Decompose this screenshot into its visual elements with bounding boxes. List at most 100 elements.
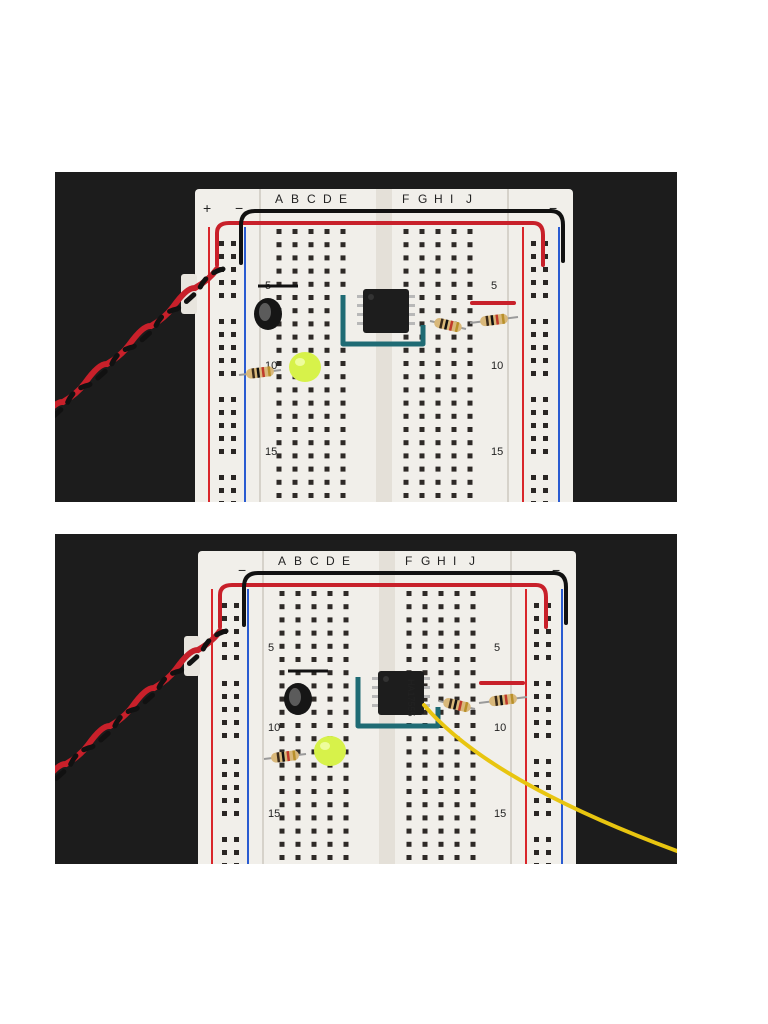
terminal-hole [451,440,457,446]
terminal-hole [435,268,441,274]
terminal-hole [454,815,460,821]
resistor-band [443,319,449,330]
rail-hole [543,332,548,337]
terminal-hole [454,855,460,860]
rail-hole [534,655,539,660]
resistor-band [490,315,495,326]
terminal-hole [308,268,314,274]
terminal-hole [295,775,301,781]
terminal-hole [279,828,285,834]
terminal-hole [324,295,330,300]
rail-hole [234,616,239,621]
rail-hole [219,241,224,246]
column-letter: D [326,554,335,568]
resistor-band [276,752,281,763]
terminal-hole [422,657,428,662]
rail-hole [543,449,548,454]
terminal-hole [451,295,457,300]
terminal-hole [406,657,412,662]
terminal-hole [311,696,317,702]
column-letter: J [466,192,472,206]
terminal-hole [467,242,473,248]
terminal-hole [343,762,349,768]
rail-hole [219,488,224,493]
terminal-hole [467,281,473,287]
terminal-hole [308,400,314,406]
terminal-hole [327,630,333,636]
row-number-right: 10 [491,360,503,372]
terminal-hole [343,696,349,702]
terminal-hole [454,775,460,781]
terminal-hole [276,242,282,248]
terminal-hole [327,604,333,610]
terminal-hole [324,347,330,353]
resistor-band [452,699,458,710]
terminal-hole [403,281,409,287]
rail-hole [546,798,551,803]
terminal-hole [327,683,333,689]
terminal-hole [451,400,457,406]
terminal-hole [324,268,330,274]
terminal-hole [340,440,346,446]
terminal-hole [422,775,428,781]
terminal-hole [467,479,473,485]
rail-hole [219,410,224,415]
terminal-hole [343,828,349,834]
terminal-hole [422,670,428,676]
column-letter: J [469,554,475,568]
terminal-hole [292,229,298,234]
column-letter: G [418,192,427,206]
terminal-hole [340,347,346,353]
terminal-hole [276,440,282,446]
terminal-hole [470,657,476,662]
column-letter: A [278,554,286,568]
terminal-hole [279,683,285,689]
terminal-hole [343,723,349,728]
rail-hole [231,397,236,402]
terminal-hole [438,775,444,781]
terminal-hole [327,775,333,781]
terminal-hole [311,617,317,623]
terminal-hole [435,281,441,287]
rail-hole [234,694,239,699]
terminal-hole [406,591,412,596]
terminal-hole [279,802,285,808]
terminal-hole [406,775,412,781]
terminal-hole [340,255,346,261]
terminal-hole [308,440,314,446]
terminal-hole [279,696,285,702]
terminal-hole [470,683,476,689]
black-power-jumper [242,571,568,627]
terminal-hole [467,387,473,393]
rail-hole [234,603,239,608]
terminal-hole [467,374,473,380]
terminal-hole [276,427,282,432]
column-letter: C [310,554,319,568]
terminal-hole [451,255,457,261]
terminal-hole [308,281,314,287]
terminal-hole [311,802,317,808]
column-letter: B [294,554,302,568]
terminal-hole [343,841,349,847]
row-number-right: 15 [494,808,506,820]
row-number-left: 10 [268,722,280,734]
terminal-hole [324,334,330,340]
terminal-hole [295,855,301,860]
rail-hole [231,475,236,480]
terminal-hole [279,617,285,623]
terminal-hole [403,361,409,366]
terminal-hole [340,493,346,498]
terminal-hole [308,427,314,432]
terminal-hole [470,815,476,821]
terminal-hole [276,255,282,261]
terminal-hole [438,696,444,702]
terminal-hole [454,683,460,689]
rail-hole [534,837,539,842]
yellow-probe-wire [422,703,677,853]
terminal-hole [279,723,285,728]
terminal-hole [419,427,425,432]
terminal-hole [308,387,314,393]
terminal-hole [292,281,298,287]
rail-hole [543,254,548,259]
terminal-hole [292,308,298,314]
